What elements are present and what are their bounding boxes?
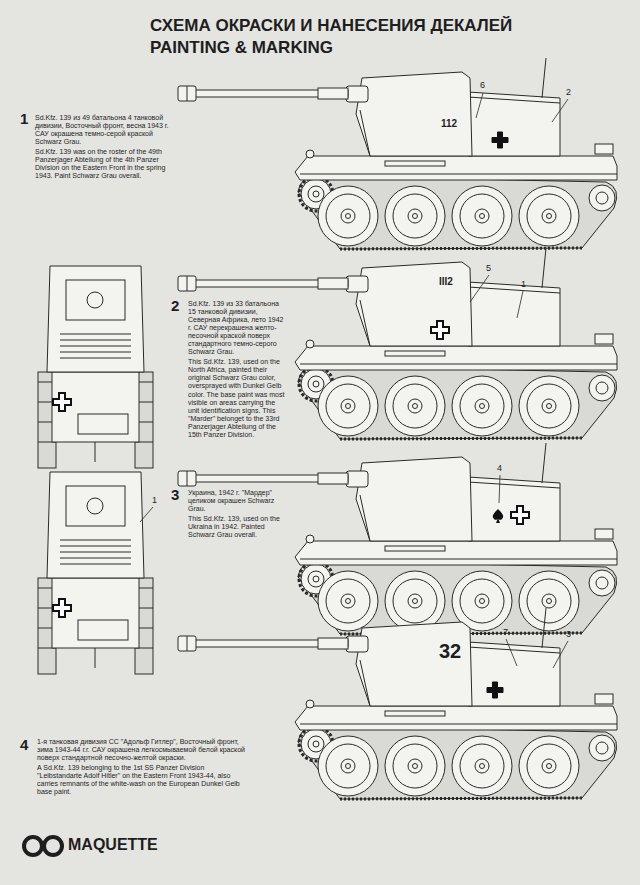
leader-line (476, 93, 483, 118)
callout-number: 6 (480, 80, 485, 90)
leader-line (552, 99, 568, 122)
vehicle-side-view (178, 443, 617, 634)
cross-marking (431, 321, 449, 339)
cross-marking (487, 682, 503, 698)
vehicle-side-view (178, 608, 617, 799)
description-ru: Sd.Kfz. 139 из 49 батальона 4 танковой д… (35, 114, 173, 146)
leader-line (140, 507, 153, 522)
tactical-number: 32 (438, 640, 462, 663)
title: СХЕМА ОКРАСКИ И НАНЕСЕНИЯ ДЕКАЛЕЙ (150, 16, 512, 36)
leader-line (553, 641, 568, 668)
leader-line (506, 639, 517, 666)
callout-number: 3 (566, 629, 571, 639)
spade-sign (493, 509, 503, 523)
tactical-number: 112 (440, 118, 458, 130)
vehicle-side-view (178, 248, 617, 439)
variant-number: 2 (171, 297, 179, 314)
cross-marking (53, 599, 71, 617)
brand-logo (24, 837, 62, 855)
callout-number: 5 (486, 263, 491, 273)
cross-marking (53, 599, 71, 617)
brand-name: MAQUETTE (68, 836, 158, 854)
description-en: This Sd.Kfz. 139, used on the North Afri… (188, 358, 288, 438)
tactical-number: III2 (438, 276, 454, 288)
callout-number: 1 (152, 495, 157, 505)
callout-number: 1 (521, 279, 526, 289)
description-ru: Sd.Kfz. 139 из 33 батальона 15 танковой … (188, 300, 288, 356)
leader-line (517, 291, 523, 318)
cross-marking (53, 393, 71, 411)
leader-line (470, 275, 489, 302)
brand-logo (44, 837, 62, 855)
leader-line (499, 475, 500, 503)
description-ru: 1-я танковая дивизия СС "Адольф Гитлер",… (37, 738, 247, 762)
cross-marking (492, 132, 508, 148)
cross-marking (511, 506, 529, 524)
variant-number: 4 (20, 736, 28, 753)
cross-marking (511, 506, 529, 524)
callout-number: 2 (566, 87, 571, 97)
vehicle-rear-view (38, 472, 153, 674)
description-en: A Sd.Kfz. 139 belonging to the 1st SS Pa… (37, 764, 247, 796)
vehicle-side-view (178, 58, 617, 249)
callout-number: 7 (503, 627, 508, 637)
cross-marking (53, 393, 71, 411)
variant-number: 3 (171, 486, 179, 503)
cross-marking (487, 682, 503, 698)
vehicle-rear-view (38, 266, 153, 468)
description-en: Sd.Kfz. 139 was on the roster of the 49t… (35, 148, 173, 180)
subtitle: PAINTING & MARKING (150, 38, 333, 58)
leader-line (140, 93, 568, 668)
cross-marking (431, 321, 449, 339)
description-en: This Sd.Kfz. 139, used on the Ukraina in… (188, 515, 288, 539)
description-ru: Украина, 1942 г. "Мардер" целиком окраше… (188, 489, 288, 513)
cross-marking (492, 132, 508, 148)
variant-number: 1 (20, 110, 28, 127)
brand-logo (24, 837, 42, 855)
callout-number: 4 (497, 463, 502, 473)
